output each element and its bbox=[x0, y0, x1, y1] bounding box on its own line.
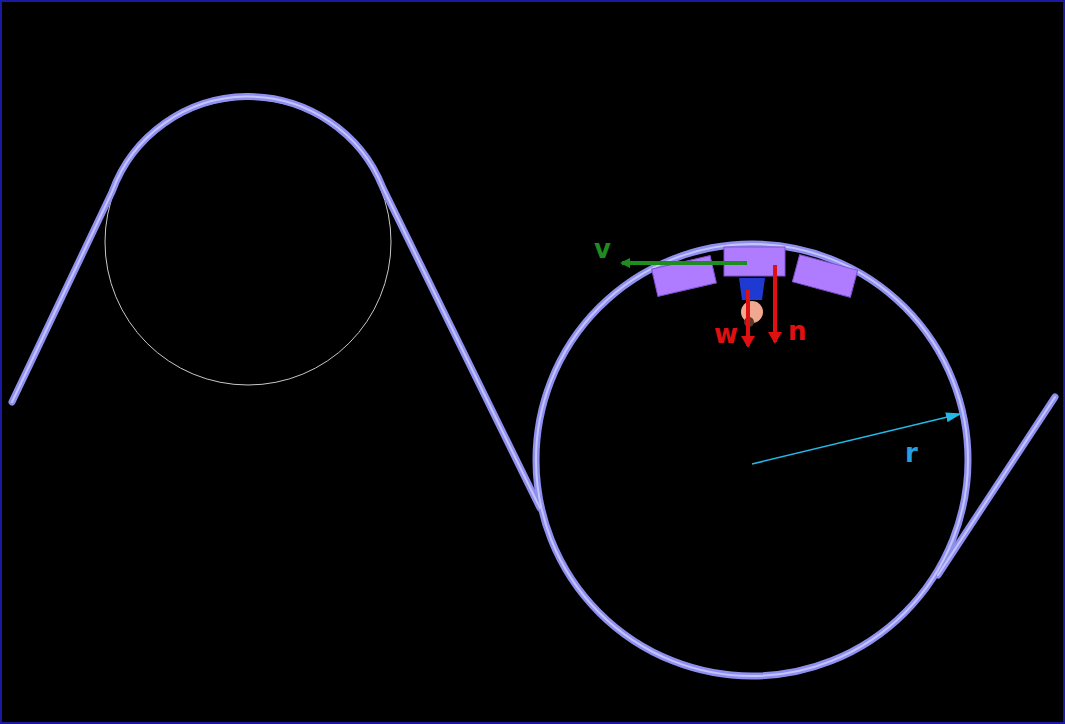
weight-vector bbox=[746, 290, 750, 346]
guide-circle bbox=[105, 99, 391, 385]
velocity-label: v bbox=[594, 236, 611, 262]
track bbox=[12, 97, 1055, 676]
radius-label: r bbox=[905, 440, 918, 466]
weight-label: w bbox=[714, 321, 738, 347]
normal-vector bbox=[773, 265, 777, 342]
normal-label: n bbox=[788, 318, 807, 344]
radius-line bbox=[752, 414, 960, 464]
coaster-car bbox=[652, 247, 858, 327]
velocity-vector bbox=[622, 261, 747, 265]
